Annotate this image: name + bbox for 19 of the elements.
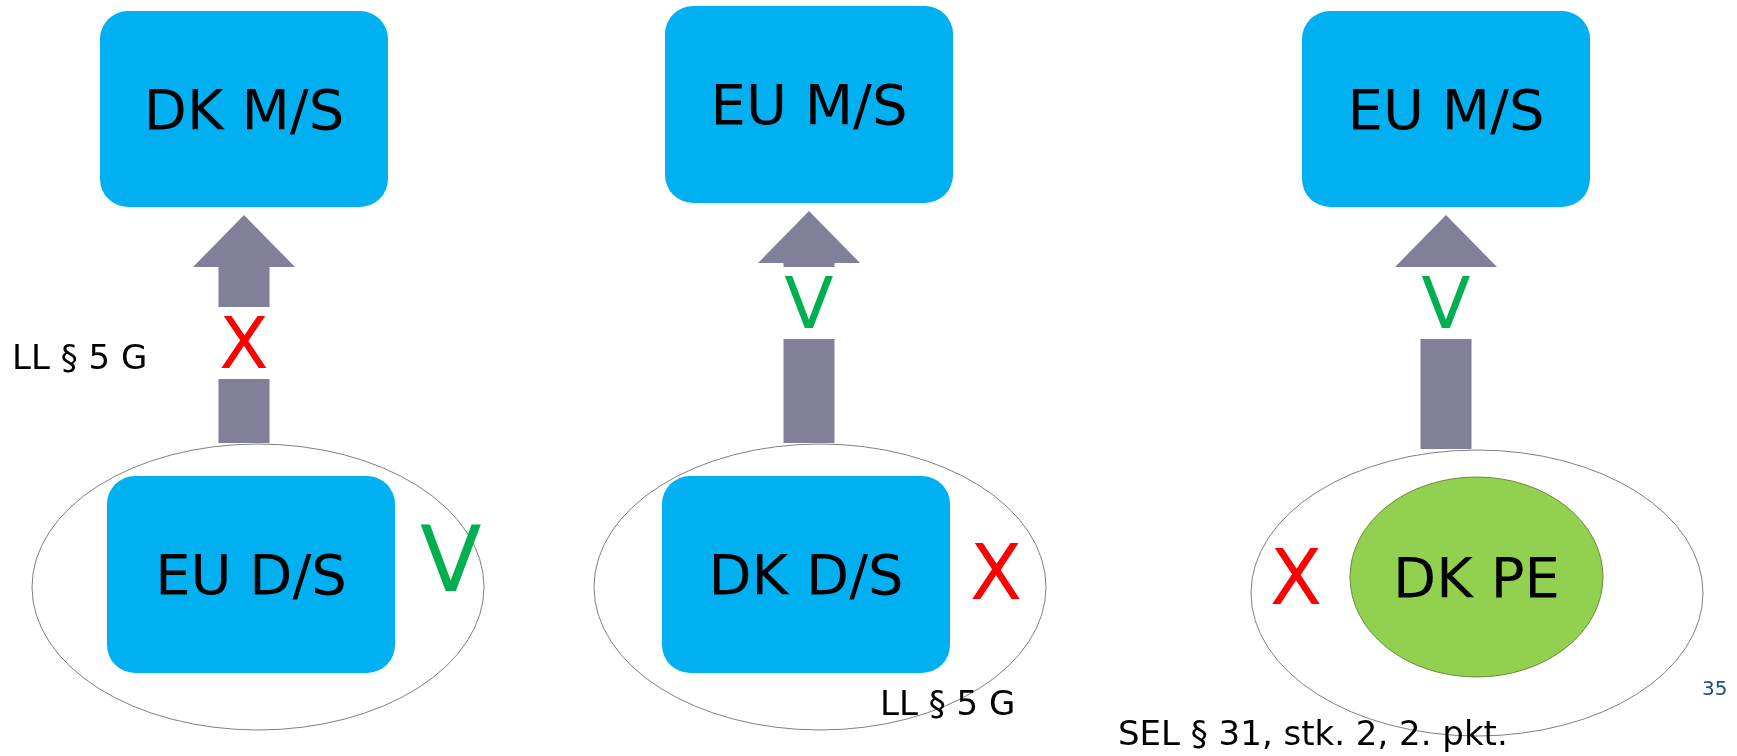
mark-label: X xyxy=(970,535,1023,611)
rounded-box xyxy=(100,11,388,207)
mark-label: X xyxy=(1270,540,1323,616)
text-label: SEL § 31, stk. 2, 2. pkt. xyxy=(1118,716,1508,750)
box-label: EU M/S xyxy=(710,72,908,137)
text-label: LL § 5 G xyxy=(880,686,1016,720)
block-arrow xyxy=(758,211,860,443)
block-arrow xyxy=(193,215,295,443)
box-label: EU M/S xyxy=(1347,76,1545,142)
box-label: DK M/S xyxy=(143,76,345,142)
block-arrow xyxy=(1395,215,1497,449)
rounded-box xyxy=(1302,11,1590,207)
box-label: DK D/S xyxy=(708,542,904,607)
box-label: EU D/S xyxy=(155,542,347,607)
mark-label: V xyxy=(420,515,482,605)
box-label: DK PE xyxy=(1393,544,1560,610)
rounded-box xyxy=(665,6,953,203)
text-label: LL § 5 G xyxy=(12,340,148,374)
text-label: 35 xyxy=(1702,678,1728,698)
